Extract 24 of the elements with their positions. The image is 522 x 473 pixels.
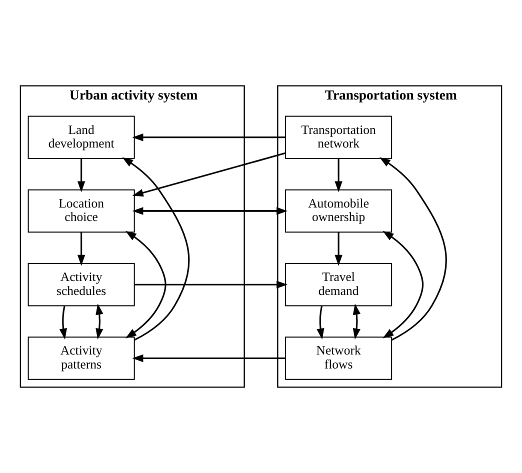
node-box: Automobile ownership bbox=[285, 189, 392, 233]
arrow bbox=[77, 232, 86, 266]
arrow bbox=[125, 230, 166, 338]
arrow bbox=[316, 306, 324, 340]
arrow bbox=[132, 133, 286, 142]
arrow bbox=[352, 304, 361, 340]
node-box: Activity patterns bbox=[28, 336, 135, 380]
arrow bbox=[334, 232, 342, 266]
arrow bbox=[96, 304, 104, 340]
arrow bbox=[59, 306, 67, 340]
node-box: Travel demand bbox=[285, 263, 392, 306]
node-box: Location choice bbox=[28, 189, 135, 233]
arrow bbox=[382, 230, 424, 338]
arrow bbox=[122, 157, 190, 341]
arrow bbox=[134, 280, 288, 288]
arrow bbox=[379, 157, 447, 341]
node-box: Activity schedules bbox=[28, 263, 135, 306]
arrow bbox=[132, 152, 286, 197]
node-box: Transportation network bbox=[285, 116, 392, 159]
arrow bbox=[132, 354, 286, 362]
arrow bbox=[334, 158, 342, 192]
node-box: Network flows bbox=[285, 336, 392, 380]
arrow bbox=[77, 158, 86, 192]
node-box: Land development bbox=[28, 116, 135, 159]
